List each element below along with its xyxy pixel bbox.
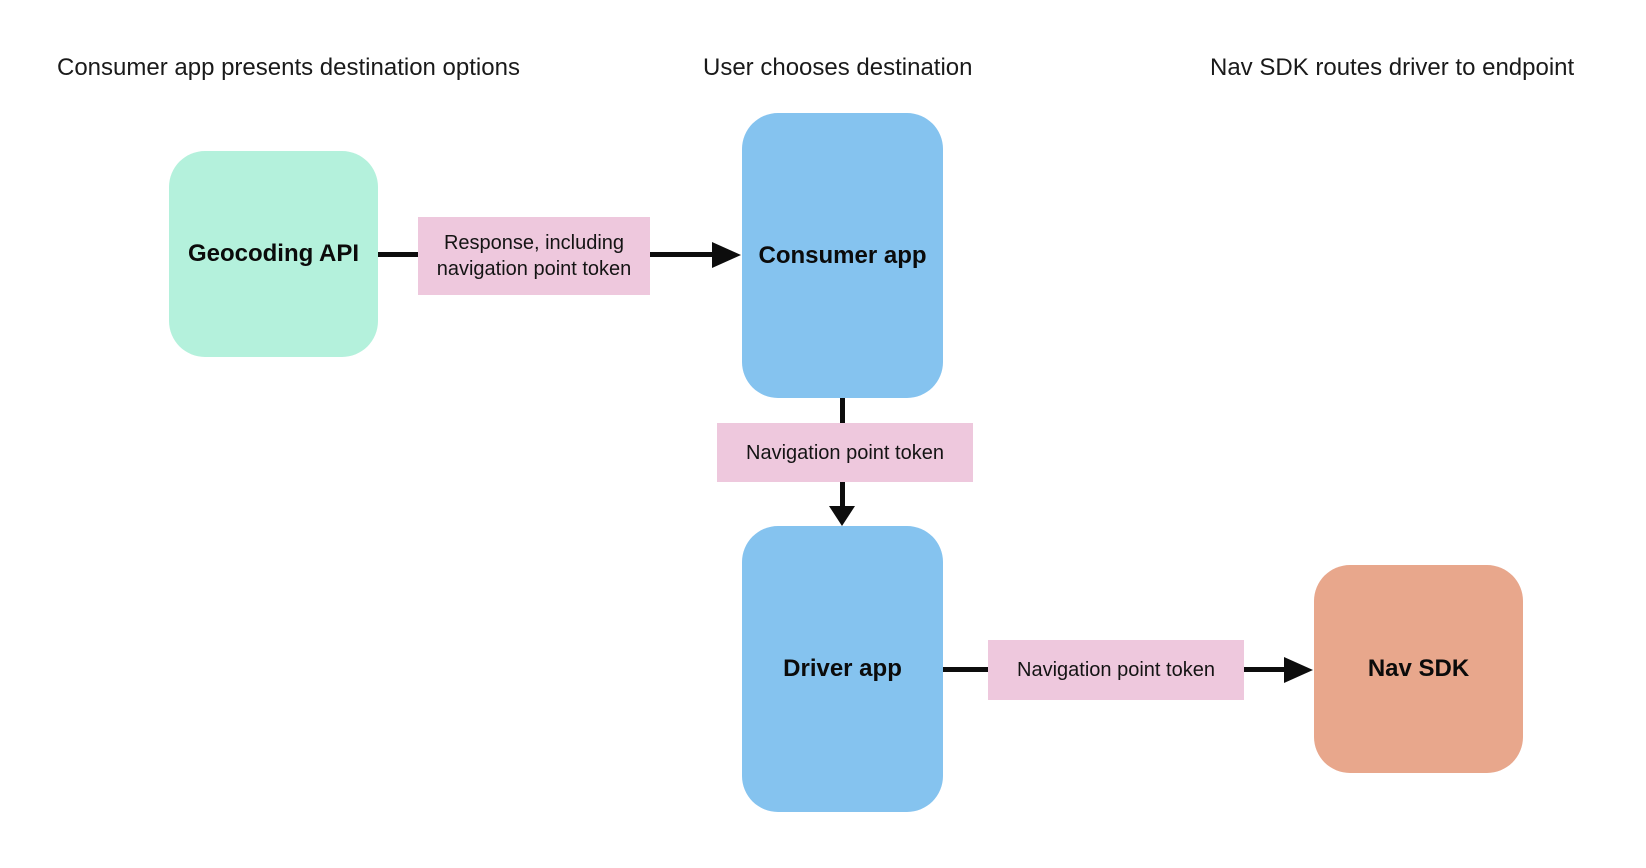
node-label-consumer-app: Consumer app xyxy=(758,241,927,269)
edge-driver-to-navsdk-line xyxy=(1244,667,1284,672)
arrowhead-down-icon xyxy=(829,506,855,526)
node-label-nav-sdk: Nav SDK xyxy=(1367,655,1470,682)
step-header-nav-sdk-routes: Nav SDK routes driver to endpoint xyxy=(1210,54,1575,81)
edge-geocoding-to-consumer-line xyxy=(650,252,712,257)
node-driver-app: Driver app xyxy=(742,526,943,812)
edge-geocoding-to-consumer-line xyxy=(378,252,418,257)
edge-consumer-to-driver-line xyxy=(840,482,845,506)
edge-label-navigation-point-token: Navigation point token xyxy=(988,640,1244,700)
arrowhead-right-icon xyxy=(712,242,741,268)
step-header-consumer-presents: Consumer app presents destination option… xyxy=(57,54,520,81)
node-geocoding-api: Geocoding API xyxy=(169,151,378,357)
node-label-geocoding-api: Geocoding API xyxy=(187,240,360,267)
edge-label-navigation-point-token: Navigation point token xyxy=(717,423,973,482)
node-nav-sdk: Nav SDK xyxy=(1314,565,1523,773)
edge-driver-to-navsdk-line xyxy=(943,667,988,672)
edge-consumer-to-driver-line xyxy=(840,398,845,423)
step-header-user-chooses: User chooses destination xyxy=(703,54,973,81)
node-label-driver-app: Driver app xyxy=(783,655,902,682)
edge-label-response-including-token: Response, including navigation point tok… xyxy=(418,217,650,295)
arrowhead-right-icon xyxy=(1284,657,1313,683)
node-consumer-app: Consumer app xyxy=(742,113,943,398)
